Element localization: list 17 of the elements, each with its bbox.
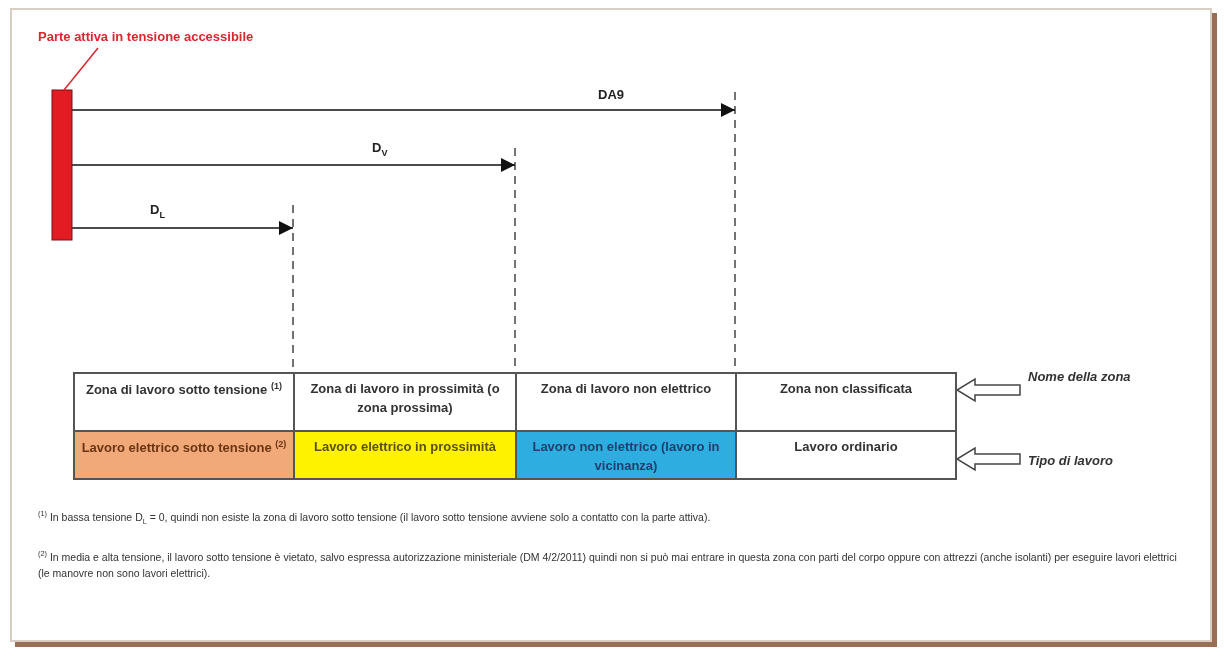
footnote: $^{(2)}$ In media e alta tensione, il lavoro sotto tensione è vietato, salvo espressa autorizzazione ministeriale (DM 4/2/2011) quindi non si può mai entrare in questa zona con parti del corpo oppure con attrezzi (anche isolanti) per eseguire lavori elettrici (le manovre non sono lavori elettrici). (38, 548, 1178, 582)
callout-text: Parte attiva in tensione accessibile (38, 28, 255, 46)
table-cell: Zona non classificata (735, 372, 957, 432)
dimension-label: D$_{L}$ (150, 202, 165, 220)
row-label: Nome della zona (1028, 368, 1132, 386)
table-cell: Lavoro non elettrico (lavoro in vicinanza) (515, 430, 737, 480)
footnote: $^{(1)}$ In bassa tensione D$_{L}$ = 0, quindi non esiste la zona di lavoro sotto tensione (il lavoro sotto tensione avviene solo a contatto con la parte attiva). (38, 508, 712, 528)
table-cell: Lavoro ordinario (735, 430, 957, 480)
row-label: Tipo di lavoro (1028, 452, 1114, 470)
live-part-bar (51, 89, 73, 241)
table-cell: Lavoro elettrico sotto tensione $^{(2)}$ (73, 430, 295, 480)
hollow-arrow (955, 377, 1021, 403)
table-cell: Lavoro elettrico in prossimità (293, 430, 517, 480)
hollow-arrow (955, 446, 1021, 472)
dimension-label: DA9 (598, 87, 624, 102)
dimension-label: D$_{V}$ (372, 140, 388, 158)
leader-line (63, 47, 99, 91)
